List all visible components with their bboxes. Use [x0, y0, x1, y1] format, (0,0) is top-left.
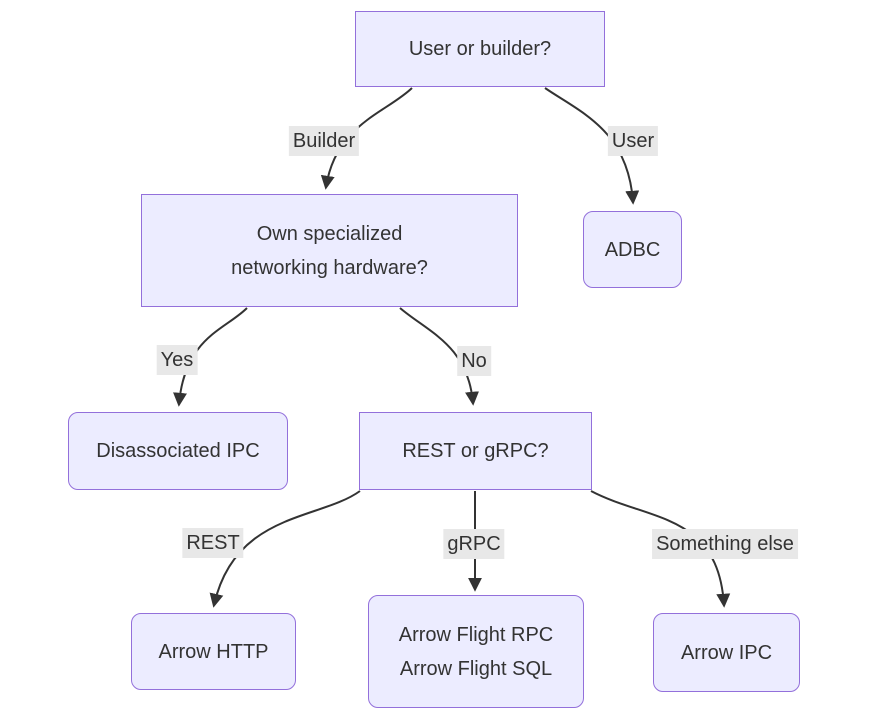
edge-user [544, 87, 640, 205]
node-adbc: ADBC [583, 211, 682, 288]
edge-label-user: User [607, 126, 659, 156]
edge-label-yes: Yes [156, 345, 198, 375]
node-label-line1: Own specialized [256, 222, 403, 245]
node-label: Arrow HTTP [158, 640, 269, 663]
node-user-or-builder: User or builder? [355, 11, 605, 87]
edge-label-rest: REST [182, 528, 244, 558]
edge-no [399, 307, 480, 406]
edge-something-else [590, 490, 731, 608]
edge-rest [209, 490, 361, 608]
edge-yes [173, 307, 248, 407]
node-label: Arrow IPC [680, 641, 773, 664]
node-arrow-http: Arrow HTTP [131, 613, 296, 690]
node-disassociated-ipc: Disassociated IPC [68, 412, 288, 490]
node-arrow-ipc: Arrow IPC [653, 613, 800, 692]
edge-label-grpc: gRPC [443, 529, 505, 559]
node-arrow-flight: Arrow Flight RPC Arrow Flight SQL [368, 595, 584, 708]
node-label: Disassociated IPC [96, 440, 260, 462]
node-rest-or-grpc: REST or gRPC? [359, 412, 592, 490]
edge-builder [320, 87, 413, 190]
edge-label-no: No [457, 346, 491, 376]
node-label: User or builder? [408, 38, 552, 60]
node-label: REST or gRPC? [402, 440, 549, 462]
node-label-line1: Arrow Flight RPC [398, 623, 554, 646]
edge-label-builder: Builder [288, 126, 360, 156]
edge-label-something-else: Something else [652, 529, 798, 559]
node-label-line2: networking hardware? [231, 256, 428, 279]
node-label-line2: Arrow Flight SQL [399, 657, 553, 680]
node-label: ADBC [604, 238, 661, 261]
node-own-hardware: Own specialized networking hardware? [141, 194, 518, 307]
